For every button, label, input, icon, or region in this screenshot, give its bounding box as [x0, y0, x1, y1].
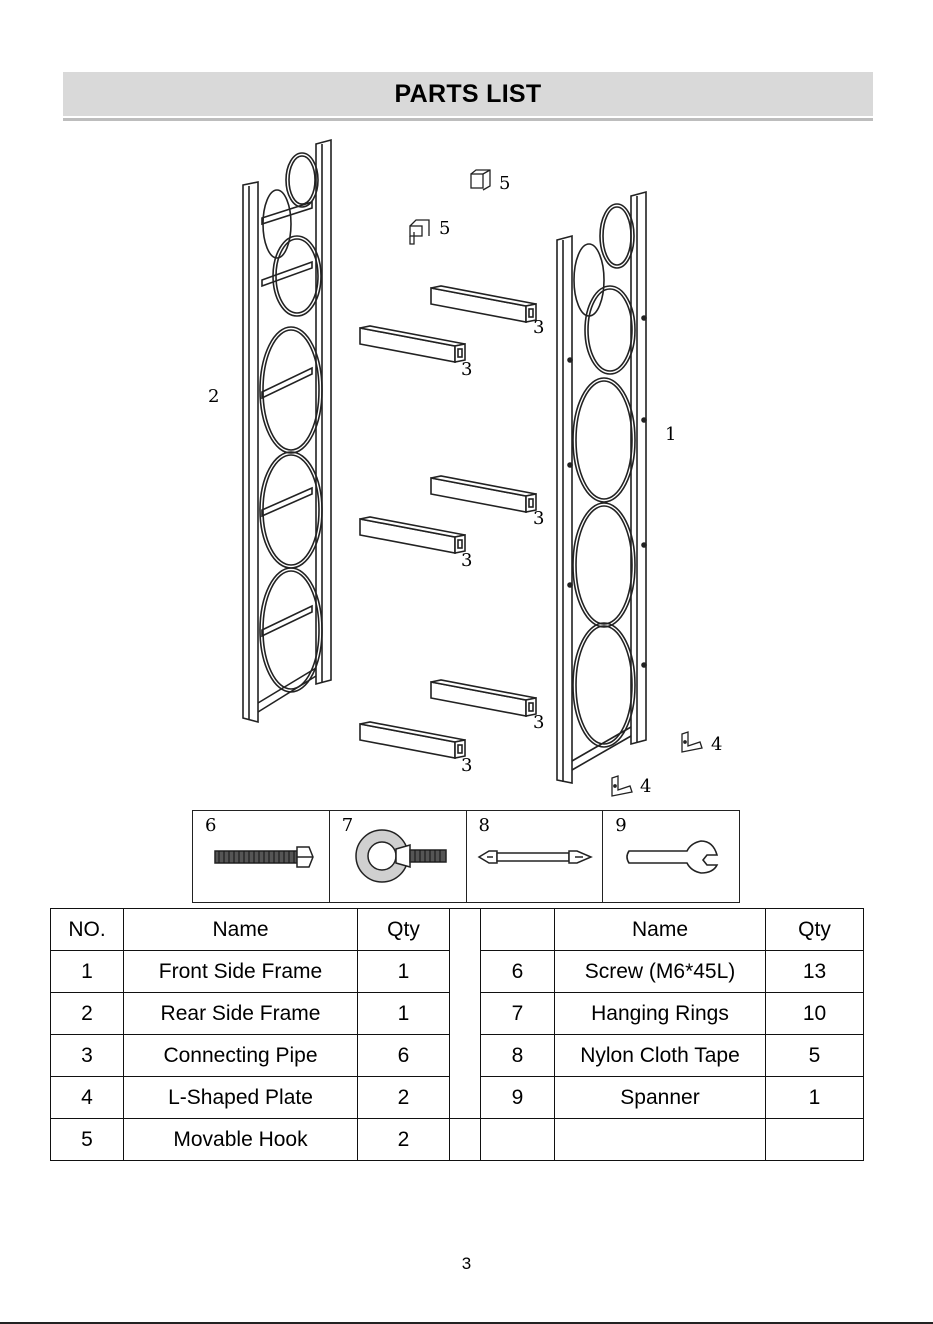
- hardware-item-ring: 7: [330, 811, 467, 902]
- cell-qty: 2: [358, 1077, 450, 1119]
- cell-no: 5: [51, 1119, 124, 1161]
- cell-name: Hanging Rings: [555, 993, 766, 1035]
- cell-name: L-Shaped Plate: [124, 1077, 358, 1119]
- cell-no: 6: [481, 951, 555, 993]
- rear-side-frame-drawing: [243, 140, 331, 722]
- callout-part-3-a: 3: [533, 317, 544, 338]
- header-qty-2: Qty: [766, 909, 864, 951]
- parts-table: NO. Name Qty Name Qty 1 Front Side Frame…: [50, 908, 864, 1161]
- cell-no: 2: [51, 993, 124, 1035]
- callout-part-3-e: 3: [533, 712, 544, 733]
- header-no-2: [481, 909, 555, 951]
- hanging-ring-icon: [330, 811, 467, 902]
- cell-no: 7: [481, 993, 555, 1035]
- cell-qty: 1: [766, 1077, 864, 1119]
- hardware-strip: 6 7: [192, 810, 740, 903]
- cell-no: [481, 1119, 555, 1161]
- callout-part-3-d: 3: [461, 550, 472, 571]
- callout-part-3-b: 3: [461, 359, 472, 380]
- spacer-cell: [450, 909, 481, 1119]
- spacer-cell: [450, 1119, 481, 1161]
- cell-name: [555, 1119, 766, 1161]
- cell-qty: 6: [358, 1035, 450, 1077]
- spanner-icon: [603, 811, 740, 902]
- exploded-diagram: [0, 0, 933, 800]
- callout-part-4-b: 4: [640, 776, 651, 797]
- hardware-item-spanner: 9: [603, 811, 739, 902]
- cell-qty: 1: [358, 993, 450, 1035]
- nylon-tape-icon: [467, 811, 604, 902]
- connecting-pipes-drawing: [360, 286, 536, 758]
- callout-part-2: 2: [208, 386, 219, 407]
- callout-part-4-a: 4: [711, 734, 722, 755]
- cell-no: 4: [51, 1077, 124, 1119]
- header-qty: Qty: [358, 909, 450, 951]
- table-row: 5 Movable Hook 2: [51, 1119, 864, 1161]
- callout-part-3-f: 3: [461, 755, 472, 776]
- cell-no: 3: [51, 1035, 124, 1077]
- header-no: NO.: [51, 909, 124, 951]
- cell-name: Rear Side Frame: [124, 993, 358, 1035]
- cell-qty: 2: [358, 1119, 450, 1161]
- hardware-item-screw: 6: [193, 811, 330, 902]
- cell-qty: 13: [766, 951, 864, 993]
- cell-no: 1: [51, 951, 124, 993]
- l-shaped-plates-drawing: [612, 732, 702, 796]
- cell-qty: 10: [766, 993, 864, 1035]
- cell-name: Screw (M6*45L): [555, 951, 766, 993]
- cell-qty: 1: [358, 951, 450, 993]
- cell-name: Front Side Frame: [124, 951, 358, 993]
- cell-qty: 5: [766, 1035, 864, 1077]
- callout-part-3-c: 3: [533, 508, 544, 529]
- table-header-row: NO. Name Qty Name Qty: [51, 909, 864, 951]
- cell-qty: [766, 1119, 864, 1161]
- header-name-2: Name: [555, 909, 766, 951]
- header-name: Name: [124, 909, 358, 951]
- cell-name: Movable Hook: [124, 1119, 358, 1161]
- callout-part-5-b: 5: [439, 218, 450, 239]
- callout-part-5-a: 5: [499, 173, 510, 194]
- front-side-frame-drawing: [557, 192, 646, 783]
- callout-part-1: 1: [665, 424, 676, 445]
- cell-name: Spanner: [555, 1077, 766, 1119]
- cell-no: 8: [481, 1035, 555, 1077]
- page-number: 3: [0, 1254, 933, 1274]
- hardware-item-tape: 8: [467, 811, 604, 902]
- cell-name: Connecting Pipe: [124, 1035, 358, 1077]
- cell-no: 9: [481, 1077, 555, 1119]
- cell-name: Nylon Cloth Tape: [555, 1035, 766, 1077]
- screw-icon: [193, 811, 330, 902]
